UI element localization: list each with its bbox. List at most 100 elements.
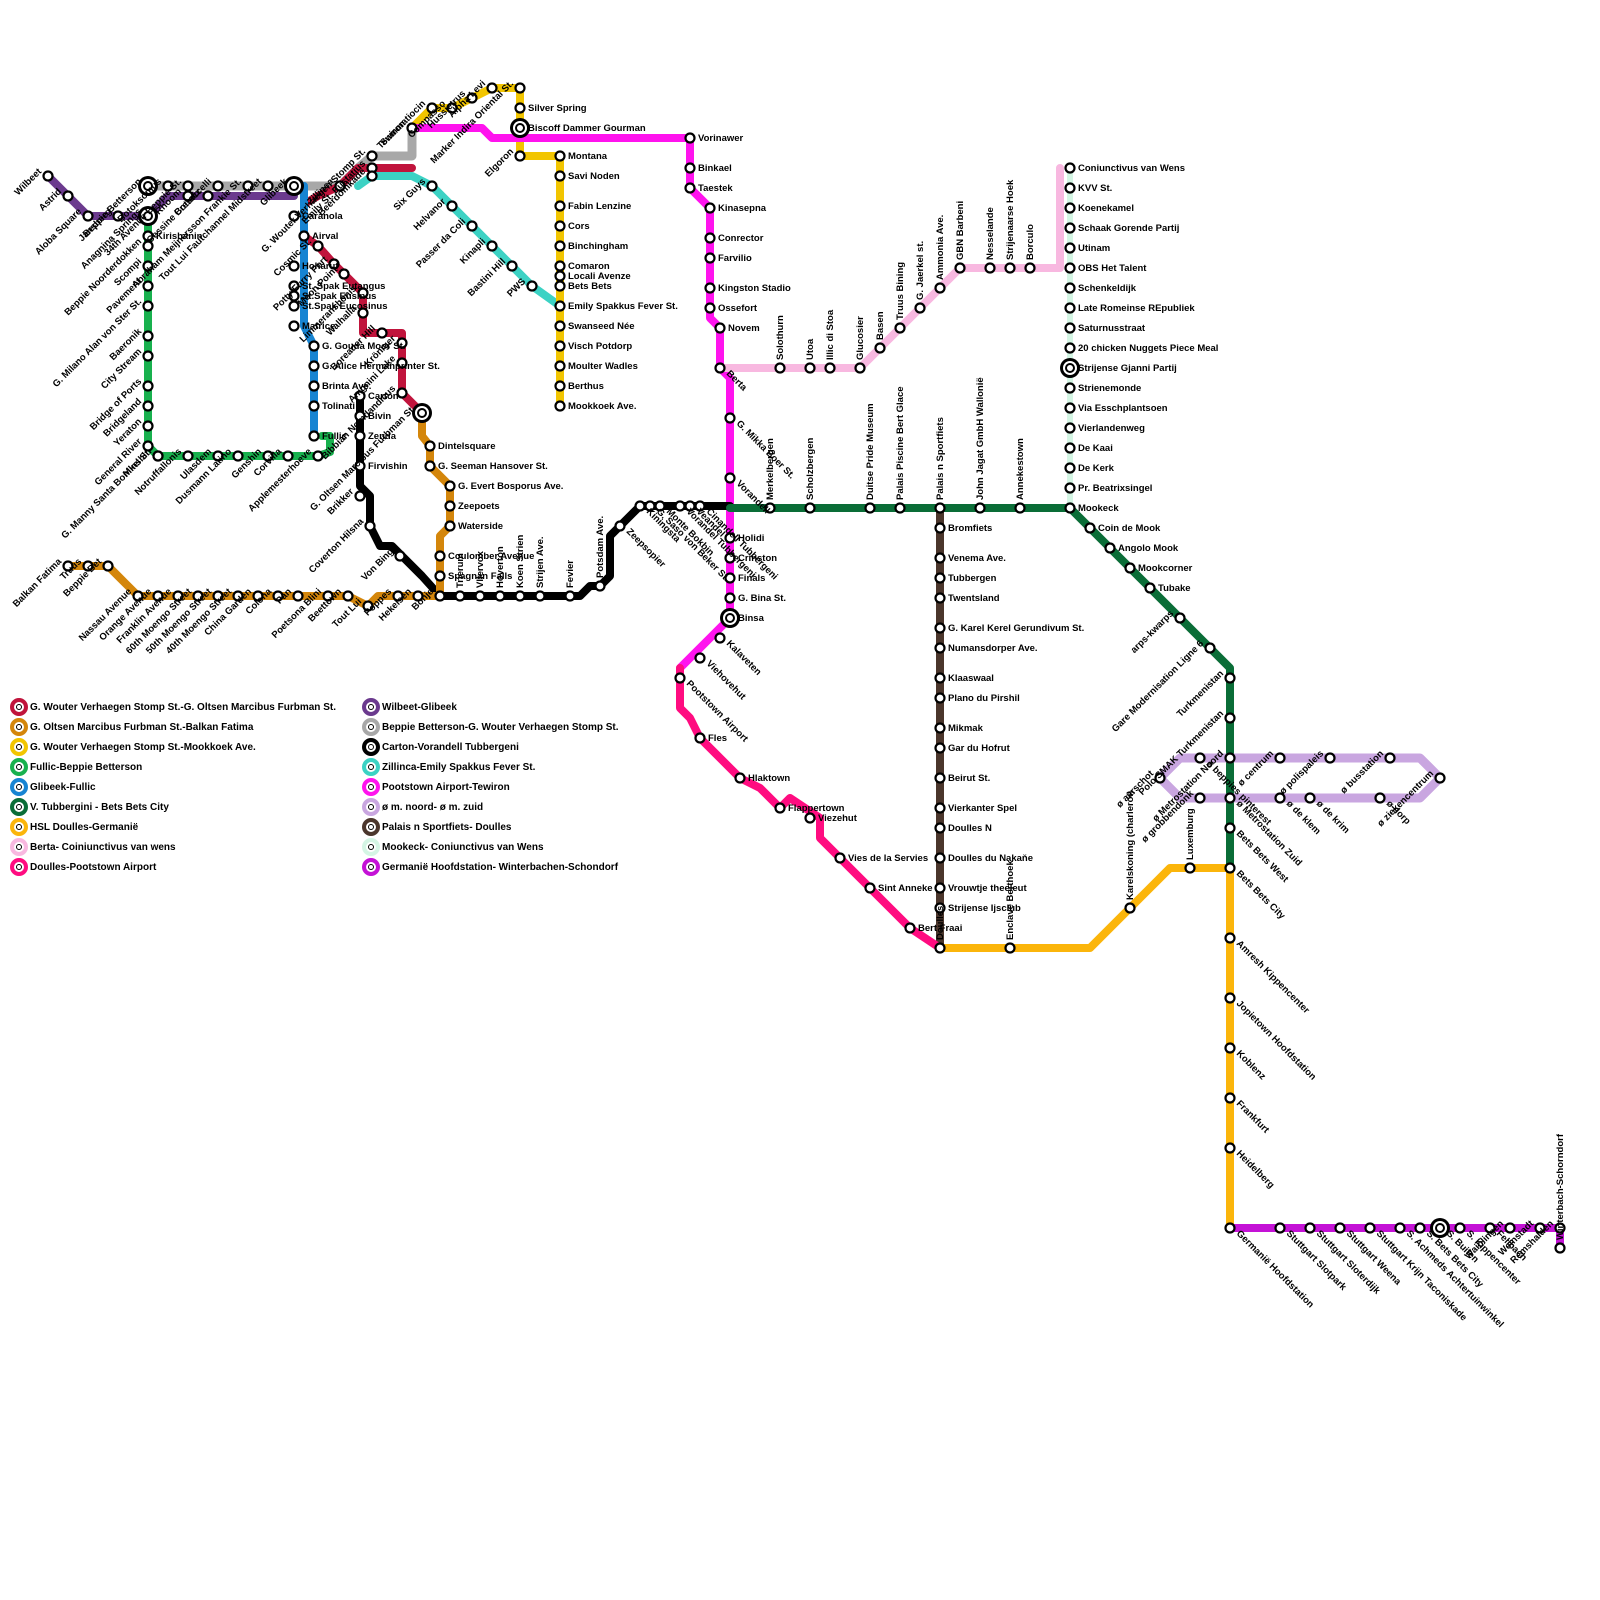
station-179[interactable]: [1006, 264, 1015, 273]
station-76[interactable]: [144, 402, 153, 411]
station-2[interactable]: [84, 212, 93, 221]
station-191[interactable]: [1060, 358, 1080, 378]
station-228[interactable]: [1276, 754, 1285, 763]
station-32[interactable]: [706, 284, 715, 293]
station-242[interactable]: [1226, 1044, 1235, 1053]
station-33[interactable]: [706, 304, 715, 313]
station-130[interactable]: [476, 592, 485, 601]
station-39[interactable]: [556, 242, 565, 251]
station-128[interactable]: [436, 592, 445, 601]
station-133[interactable]: [536, 592, 545, 601]
station-222[interactable]: [1176, 614, 1185, 623]
station-231[interactable]: [1436, 774, 1445, 783]
station-251[interactable]: [1416, 1224, 1425, 1233]
station-250[interactable]: [1396, 1224, 1405, 1233]
station-196[interactable]: [1066, 464, 1075, 473]
station-54[interactable]: [508, 262, 517, 271]
station-249[interactable]: [1366, 1224, 1375, 1233]
station-216[interactable]: [1126, 904, 1135, 913]
station-31[interactable]: [706, 254, 715, 263]
station-229[interactable]: [1326, 754, 1335, 763]
station-17[interactable]: [368, 172, 377, 181]
station-145[interactable]: [716, 364, 725, 373]
station-169[interactable]: [776, 364, 785, 373]
station-58[interactable]: [314, 242, 323, 251]
station-42[interactable]: [556, 282, 565, 291]
station-40[interactable]: [556, 262, 565, 271]
station-165[interactable]: [936, 504, 945, 513]
station-151[interactable]: [716, 634, 725, 643]
station-36[interactable]: [556, 172, 565, 181]
station-220[interactable]: [1126, 564, 1135, 573]
station-85[interactable]: [284, 452, 293, 461]
station-186[interactable]: [1066, 264, 1075, 273]
station-182[interactable]: [1066, 184, 1075, 193]
station-160[interactable]: [906, 924, 915, 933]
station-51[interactable]: [468, 222, 477, 231]
station-140[interactable]: [676, 502, 685, 511]
station-154[interactable]: [696, 734, 705, 743]
station-214[interactable]: [936, 944, 945, 953]
station-137[interactable]: [636, 502, 645, 511]
station-104[interactable]: [426, 442, 435, 451]
station-195[interactable]: [1066, 444, 1075, 453]
station-28[interactable]: [686, 184, 695, 193]
station-175[interactable]: [916, 304, 925, 313]
station-155[interactable]: [736, 774, 745, 783]
station-243[interactable]: [1226, 1094, 1235, 1103]
station-168[interactable]: [1066, 504, 1075, 513]
station-244[interactable]: [1226, 1144, 1235, 1153]
station-46[interactable]: [556, 362, 565, 371]
station-170[interactable]: [806, 364, 815, 373]
station-233[interactable]: [1196, 794, 1205, 803]
station-52[interactable]: [516, 152, 525, 161]
station-180[interactable]: [1026, 264, 1035, 273]
station-238[interactable]: [1226, 824, 1235, 833]
station-211[interactable]: [936, 854, 945, 863]
station-132[interactable]: [516, 592, 525, 601]
station-66[interactable]: [398, 389, 407, 398]
station-29[interactable]: [706, 204, 715, 213]
station-190[interactable]: [1066, 344, 1075, 353]
station-93[interactable]: [310, 362, 319, 371]
station-109[interactable]: [436, 552, 445, 561]
station-163[interactable]: [866, 504, 875, 513]
station-159[interactable]: [866, 884, 875, 893]
station-48[interactable]: [556, 402, 565, 411]
station-34[interactable]: [716, 324, 725, 333]
station-219[interactable]: [1106, 544, 1115, 553]
station-92[interactable]: [310, 342, 319, 351]
station-237[interactable]: [1376, 794, 1385, 803]
station-246[interactable]: [1276, 1224, 1285, 1233]
station-215[interactable]: [1006, 944, 1015, 953]
station-0[interactable]: [44, 172, 53, 181]
station-135[interactable]: [596, 582, 605, 591]
station-207[interactable]: [936, 744, 945, 753]
station-80[interactable]: [154, 452, 163, 461]
station-224[interactable]: [1226, 674, 1235, 683]
station-200[interactable]: [936, 574, 945, 583]
station-131[interactable]: [496, 592, 505, 601]
station-247[interactable]: [1306, 1224, 1315, 1233]
station-96[interactable]: [310, 432, 319, 441]
station-24[interactable]: [516, 104, 525, 113]
station-225[interactable]: [1226, 714, 1235, 723]
station-177[interactable]: [956, 264, 965, 273]
station-166[interactable]: [976, 504, 985, 513]
station-108[interactable]: [446, 522, 455, 531]
station-77[interactable]: [144, 422, 153, 431]
station-35[interactable]: [556, 152, 565, 161]
station-136[interactable]: [616, 522, 625, 531]
station-15[interactable]: [368, 152, 377, 161]
station-174[interactable]: [896, 324, 905, 333]
station-72[interactable]: [144, 302, 153, 311]
station-74[interactable]: [144, 352, 153, 361]
station-122[interactable]: [294, 592, 303, 601]
station-236[interactable]: [1306, 794, 1315, 803]
station-50[interactable]: [448, 202, 457, 211]
station-162[interactable]: [806, 504, 815, 513]
station-255[interactable]: [1506, 1224, 1515, 1233]
station-47[interactable]: [556, 382, 565, 391]
station-152[interactable]: [696, 654, 705, 663]
station-156[interactable]: [776, 804, 785, 813]
